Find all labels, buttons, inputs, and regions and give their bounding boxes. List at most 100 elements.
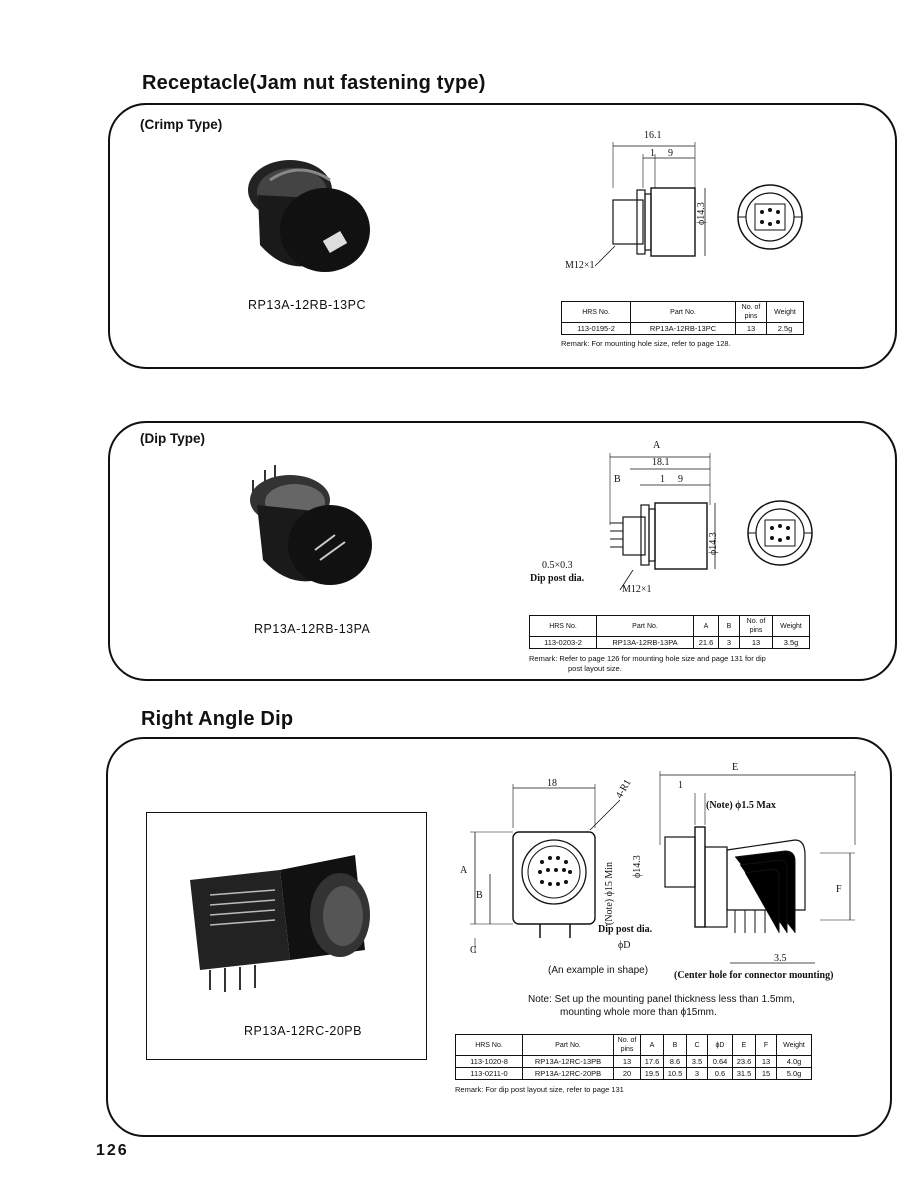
table-cell: 5.0g [776,1067,812,1080]
ra-dim-center-hole: (Center hole for connector mounting) [674,970,834,981]
crimp-dim-thread: M12×1 [565,260,595,271]
dip-th-b: B [718,615,740,637]
dip-th-weight: Weight [772,615,810,637]
dip-th-a: A [693,615,719,637]
dip-remark-line2: post layout size. [568,664,622,673]
ra-dim-f: F [836,884,842,895]
table-cell: 113-0203-2 [529,636,597,649]
ra-th-c: C [686,1034,708,1056]
ra-th-b: B [663,1034,687,1056]
table-row: 113-1020-8 RP13A-12RC-13PB 13 17.6 8.6 3… [455,1055,812,1068]
dip-dim-1: 1 [660,474,665,485]
table-cell: 3 [686,1067,708,1080]
ra-dim-pitch: 3.5 [774,953,787,964]
page-number: 126 [96,1142,129,1159]
table-cell: 4.0g [776,1055,812,1068]
table-cell: 20 [613,1067,641,1080]
crimp-th-pins: No. of pins [735,301,767,323]
dip-spec-table: HRS No. Part No. A B No. of pins Weight … [529,615,810,649]
crimp-subtitle: (Crimp Type) [140,117,223,132]
ra-dim-post: Dip post dia. [598,924,653,935]
table-cell: RP13A-12RC-20PB [522,1067,614,1080]
ra-dim-one: 1 [678,780,683,791]
crimp-spec-table: HRS No. Part No. No. of pins Weight 113-… [561,301,804,335]
crimp-type-panel [108,103,897,369]
crimp-th-weight: Weight [766,301,804,323]
table-cell: 3.5 [686,1055,708,1068]
ra-dim-a: A [460,865,468,876]
crimp-remark: Remark: For mounting hole size, refer to… [561,339,731,348]
dip-dim-a: A [653,440,661,451]
table-cell: 31.5 [732,1067,756,1080]
dip-subtitle: (Dip Type) [140,431,205,446]
table-cell: 0.6 [707,1067,733,1080]
table-cell: 17.6 [640,1055,664,1068]
right-angle-caption: RP13A-12RC-20PB [244,1024,362,1038]
dip-dim-dia: ϕ14.3 [708,532,719,555]
ra-th-f: F [755,1034,777,1056]
ra-th-hrs: HRS No. [455,1034,523,1056]
right-angle-photo-frame [146,812,427,1060]
table-cell: 13 [735,322,767,335]
right-angle-spec-table: HRS No. Part No. No. of pins A B C ϕD E … [455,1034,812,1080]
table-cell: RP13A-12RB-13PA [596,636,694,649]
table-cell: 3 [718,636,740,649]
dip-remark-line1: Remark: Refer to page 126 for mounting h… [529,654,766,663]
table-cell: 13 [739,636,773,649]
ra-note-line2: mounting whole more than ϕ15mm. [560,1007,717,1018]
ra-example-note: (An example in shape) [548,965,649,976]
table-cell: 113-0195-2 [561,322,631,335]
table-cell: 3.5g [772,636,810,649]
table-cell: 23.6 [732,1055,756,1068]
table-cell: 13 [755,1055,777,1068]
ra-dim-e: E [732,762,739,773]
right-angle-dip-panel [106,737,892,1137]
crimp-dim-1: 1 [650,148,655,159]
ra-dim-c: C [470,945,477,956]
crimp-front-drawing [737,184,803,250]
dip-dim-overall: 18.1 [652,457,670,468]
ra-dim-w: 18 [547,778,557,789]
table-cell: RP13A-12RC-13PB [522,1055,614,1068]
table-cell: 13 [613,1055,641,1068]
ra-th-pins: No. of pins [613,1034,641,1056]
ra-th-e: E [732,1034,756,1056]
ra-th-a: A [640,1034,664,1056]
crimp-dim-overall: 16.1 [644,130,662,141]
table-row: 113-0195-2 RP13A-12RB-13PC 13 2.5g [561,322,804,335]
crimp-dim-9: 9 [668,148,673,159]
table-cell: 8.6 [663,1055,687,1068]
table-cell: 15 [755,1067,777,1080]
right-angle-connector-photo [190,855,370,992]
ra-note-line1: Note: Set up the mounting panel thicknes… [528,994,795,1005]
crimp-caption: RP13A-12RB-13PC [248,298,366,312]
crimp-th-hrs: HRS No. [561,301,631,323]
right-angle-front-drawing [470,784,621,953]
dip-caption: RP13A-12RB-13PA [254,622,371,636]
crimp-connector-photo [248,160,370,272]
ra-dim-phi-d: ϕD [618,940,631,951]
section-title-right-angle-dip: Right Angle Dip [141,708,294,730]
crimp-th-part: Part No. [630,301,736,323]
table-row: 113-0211-0 RP13A-12RC-20PB 20 19.5 10.5 … [455,1067,812,1080]
ra-th-weight: Weight [776,1034,812,1056]
dip-connector-photo [250,465,372,585]
dip-side-drawing [609,453,716,591]
dip-dim-9: 9 [678,474,683,485]
ra-remark: Remark: For dip post layout size, refer … [455,1085,624,1094]
table-cell: 19.5 [640,1067,664,1080]
ra-dim-min-hole: (Note) ϕ15 Min [604,861,615,925]
table-cell: 113-1020-8 [455,1055,523,1068]
ra-th-d: ϕD [707,1034,733,1056]
table-cell: 0.64 [707,1055,733,1068]
dip-th-part: Part No. [596,615,694,637]
table-cell: 10.5 [663,1067,687,1080]
ra-dim-max: (Note) ϕ1.5 Max [706,800,776,811]
ra-dim-dia: ϕ14.3 [632,855,643,878]
dip-dim-post-label: Dip post dia. [530,573,585,584]
section-title-receptacle: Receptacle(Jam nut fastening type) [142,72,486,94]
dip-dim-b: B [614,474,621,485]
dip-th-pins: No. of pins [739,615,773,637]
table-cell: RP13A-12RB-13PC [630,322,736,335]
dip-dim-post: 0.5×0.3 [542,560,573,571]
